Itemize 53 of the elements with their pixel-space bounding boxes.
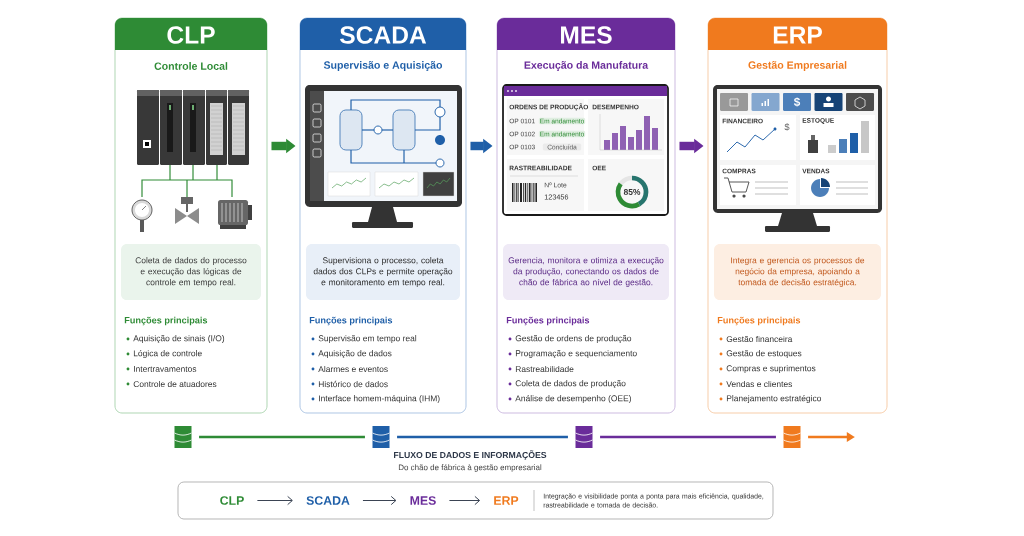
flow-line — [397, 435, 568, 439]
flow-heading: FLUXO DE DADOS E INFORMAÇÕES — [394, 450, 547, 460]
section-heading: Funções principais — [124, 316, 208, 326]
card-header: SCADA — [300, 18, 466, 50]
list-item: Programação e sequenciamento — [508, 350, 637, 358]
section-heading: Funções principais — [506, 316, 590, 326]
subtitle: Gestão Empresarial — [748, 61, 847, 71]
description-box: Gerencia, monitora e otimiza a execução da produção, conectando os dados de chão de fábrica ao nível de gestão. — [503, 244, 670, 300]
description-box: Supervisiona o processo, coleta dados dos CLPs e permite operação e monitoramento em tempo real. — [306, 244, 461, 300]
database-icon — [174, 425, 192, 448]
list-item: Lógica de controle — [126, 350, 202, 358]
toolbar-tile: $ — [783, 93, 811, 111]
database-icon — [783, 425, 801, 448]
currency-sign: $ — [784, 123, 790, 131]
list-item: Alarmes e eventos — [311, 365, 388, 373]
section-heading: Funções principais — [309, 316, 393, 326]
gauge-value: 85% — [623, 189, 641, 195]
database-icon — [575, 425, 593, 448]
flow-step-label: MES — [410, 496, 436, 505]
list-item: Vendas e clientes — [719, 380, 793, 388]
flow-step-label: ERP — [494, 496, 519, 505]
card-header: CLP — [115, 18, 267, 50]
subtitle: Supervisão e Aquisição — [323, 61, 443, 71]
flow-line — [600, 435, 776, 439]
card-header: MES — [497, 18, 675, 50]
flow-line — [199, 435, 365, 439]
list-item: Rastreabilidade — [508, 365, 574, 373]
list-item: Interface homem-máquina (IHM) — [311, 395, 440, 403]
section-heading: Funções principais — [717, 316, 801, 326]
arrow — [448, 495, 481, 506]
subtitle: Controle Local — [154, 62, 228, 70]
flow-step-label: CLP — [220, 496, 244, 505]
list-item: Histórico de dados — [311, 380, 388, 388]
list-item: Planejamento estratégico — [719, 395, 822, 403]
list-item: Aquisição de dados — [311, 350, 392, 358]
subtitle: Execução da Manufatura — [524, 61, 649, 71]
list-item: Análise de desempenho (OEE) — [508, 395, 631, 403]
arrow — [362, 495, 397, 506]
database-icon — [372, 425, 390, 448]
arrow — [256, 495, 293, 506]
list-item: Intertravamentos — [126, 366, 197, 372]
list-item: Gestão de estoques — [719, 350, 802, 358]
list-item: Controle de atuadores — [126, 380, 217, 388]
list-item: Gestão financeira — [719, 335, 793, 343]
description-box: Coleta de dados do processo e execução das lógicas de controle em tempo real. — [121, 244, 261, 300]
list-item: Supervisão em tempo real — [311, 335, 417, 343]
list-item: Aquisição de sinais (I/O) — [126, 335, 225, 343]
description-box: Integra e gerencia os processos de negócio da empresa, apoiando a tomada de decisão estratégica. — [714, 244, 882, 300]
list-item: Compras e suprimentos — [719, 365, 816, 373]
list-item: Coleta de dados de produção — [508, 380, 626, 388]
list-item: Gestão de ordens de produção — [508, 335, 632, 343]
flow-step-label: SCADA — [306, 496, 350, 505]
card-header: ERP — [708, 18, 887, 50]
